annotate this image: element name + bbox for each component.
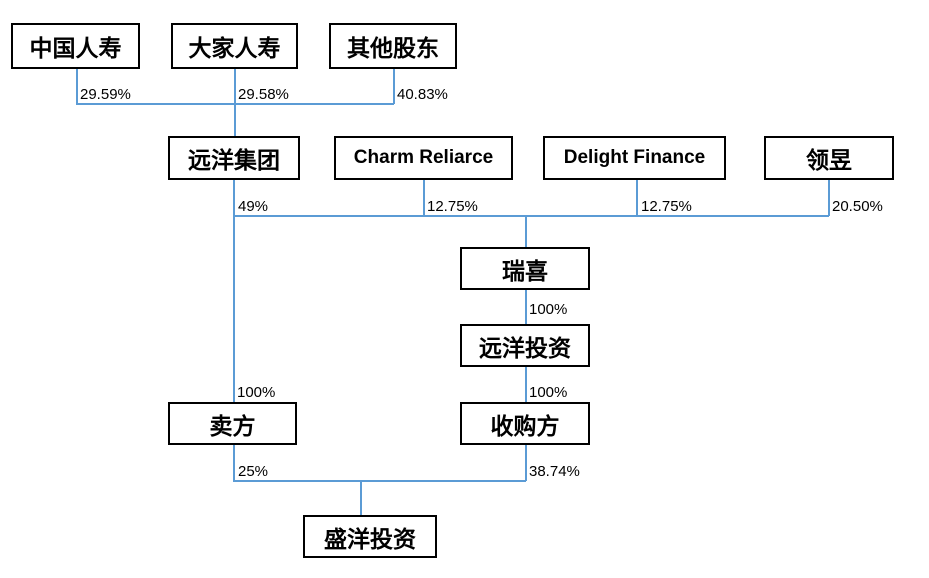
connector-line	[360, 480, 362, 515]
edge-label-investment-acquirer: 100%	[529, 384, 568, 401]
connector-line	[233, 180, 235, 402]
node-sino-ocean-group: 远洋集团	[168, 136, 300, 180]
connector-line	[525, 290, 527, 324]
connector-line	[233, 215, 829, 217]
edge-label-sino-ocean-group: 49%	[238, 198, 269, 215]
edge-label-other-shareholders: 40.83%	[397, 86, 448, 103]
connector-line	[525, 366, 527, 402]
connector-line	[76, 69, 78, 104]
node-label: 领昱	[806, 148, 852, 173]
edge-label-lingyu: 20.50%	[832, 198, 883, 215]
node-label: 盛洋投资	[324, 526, 416, 552]
edge-label-ruixi-investment: 100%	[529, 301, 568, 318]
node-label: 大家人寿	[188, 36, 281, 61]
connector-line	[233, 480, 526, 482]
connector-line	[525, 215, 527, 248]
node-label: 瑞喜	[502, 258, 548, 284]
node-acquirer: 收购方	[460, 402, 590, 445]
connector-line	[636, 180, 638, 216]
node-shengyang-investment: 盛洋投资	[303, 515, 437, 558]
node-delight-finance: Delight Finance	[543, 136, 726, 180]
node-label: 卖方	[209, 413, 256, 439]
node-label: 远洋集团	[188, 148, 280, 173]
edge-label-dajia-life: 29.58%	[238, 86, 289, 103]
edge-label-group-seller: 100%	[237, 384, 276, 401]
node-sino-ocean-investment: 远洋投资	[460, 324, 590, 367]
edge-label-seller-shengyang: 25%	[238, 463, 269, 480]
connector-line	[393, 69, 395, 104]
node-label: Charm Reliarce	[353, 147, 494, 168]
connector-line	[233, 445, 235, 481]
edge-label-acquirer-shengyang: 38.74%	[529, 463, 580, 480]
node-label: 远洋投资	[479, 335, 571, 361]
connector-line	[76, 103, 394, 105]
node-dajia-life: 大家人寿	[171, 23, 298, 69]
node-seller: 卖方	[168, 402, 297, 445]
node-label: 中国人寿	[29, 36, 122, 61]
node-china-life: 中国人寿	[11, 23, 140, 69]
node-lingyu: 领昱	[764, 136, 894, 180]
connector-line	[234, 69, 236, 136]
edge-label-china-life: 29.59%	[80, 86, 131, 103]
edge-label-delight-finance: 12.75%	[641, 198, 692, 215]
edge-label-charm-reliarce: 12.75%	[427, 198, 478, 215]
connector-line	[525, 445, 527, 481]
node-other-shareholders: 其他股东	[329, 23, 457, 69]
node-label: 收购方	[490, 413, 560, 439]
node-label: Delight Finance	[563, 147, 706, 168]
connector-line	[828, 180, 830, 216]
node-label: 其他股东	[347, 36, 439, 61]
node-ruixi: 瑞喜	[460, 247, 590, 290]
connector-line	[423, 180, 425, 216]
node-charm-reliarce: Charm Reliarce	[334, 136, 513, 180]
